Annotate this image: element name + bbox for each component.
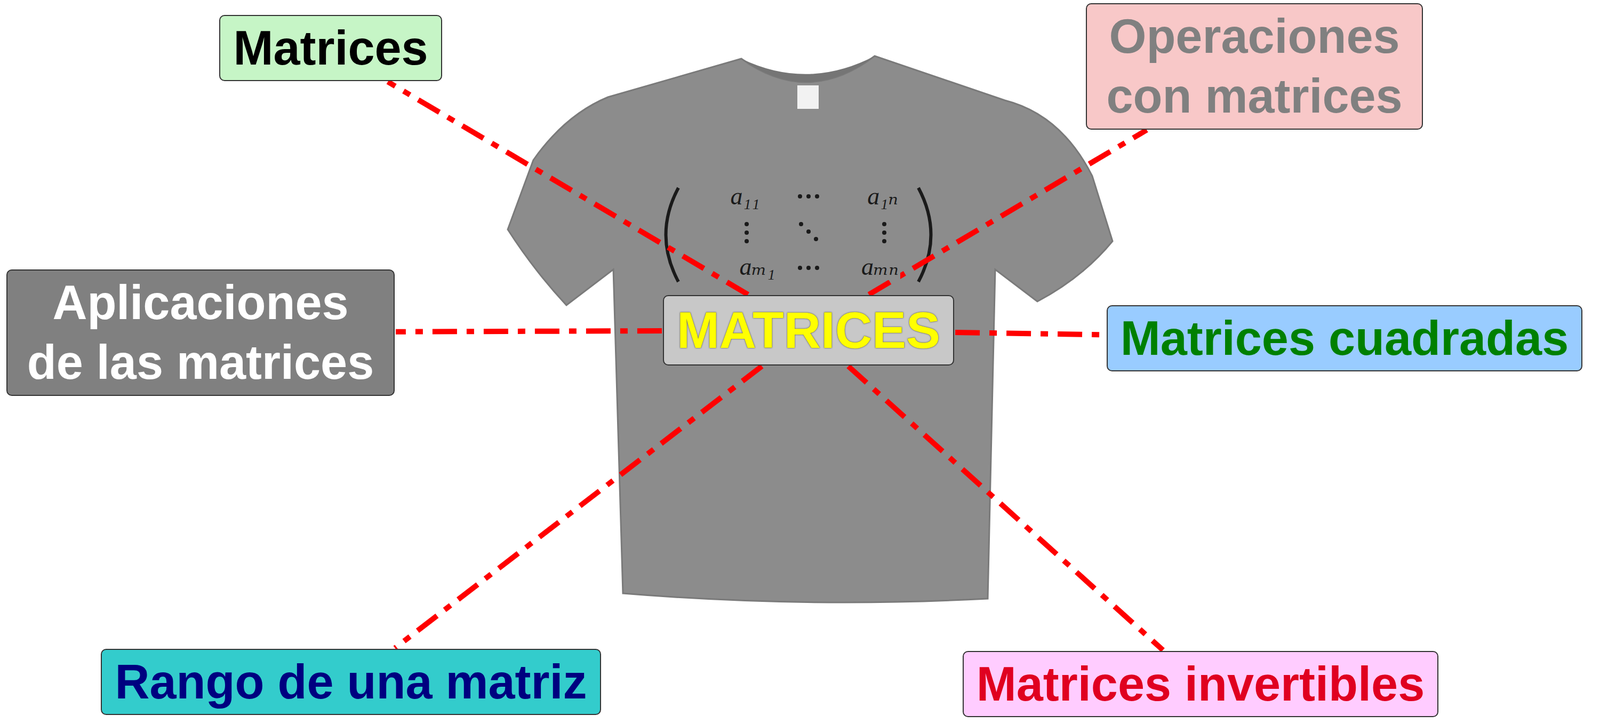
topic-box: Operaciones con matrices [1085, 3, 1423, 130]
matrix-entry-text: a₁₁ [729, 182, 762, 211]
dashed-connector [848, 365, 1164, 650]
topic-text: MATRICES [676, 298, 941, 363]
topic-text: Matrices [233, 18, 428, 79]
topic-text: Rango de una matriz [114, 651, 587, 712]
topic-box: Matrices [219, 14, 442, 82]
topic-box: Rango de una matriz [100, 648, 601, 716]
t-shirt-tag [797, 85, 819, 109]
topic-text: Aplicaciones de las matrices [20, 272, 381, 393]
matrix-entry-text: aₘₙ [859, 253, 901, 281]
central-topic-box: MATRICES [662, 294, 955, 366]
topic-box: Matrices cuadradas [1106, 305, 1583, 372]
right-parenthesis [918, 187, 932, 282]
dashed-connector [868, 130, 1147, 295]
matrix-entry: aₘ₁ [737, 253, 777, 281]
matrix-entry: a₁ₙ [865, 182, 900, 211]
topic-box: Matrices invertibles [962, 650, 1439, 718]
topic-box: Aplicaciones de las matrices [6, 269, 395, 396]
dashed-connector [955, 332, 1106, 335]
t-shirt-collar [741, 56, 875, 83]
topic-text: Matrices invertibles [976, 653, 1425, 715]
topic-text: Matrices cuadradas [1120, 308, 1569, 369]
matrix-entry: a₁₁ [729, 182, 762, 211]
dashed-connector [395, 330, 662, 332]
matrix-entry-text: a₁ₙ [865, 182, 900, 211]
dashed-connector [395, 365, 763, 648]
left-parenthesis [666, 187, 679, 282]
matrix-entry: aₘₙ [859, 253, 901, 281]
matrix-entry-text: aₘ₁ [737, 253, 777, 281]
dashed-connector [387, 81, 748, 295]
topic-text: Operaciones con matrices [1099, 6, 1410, 127]
